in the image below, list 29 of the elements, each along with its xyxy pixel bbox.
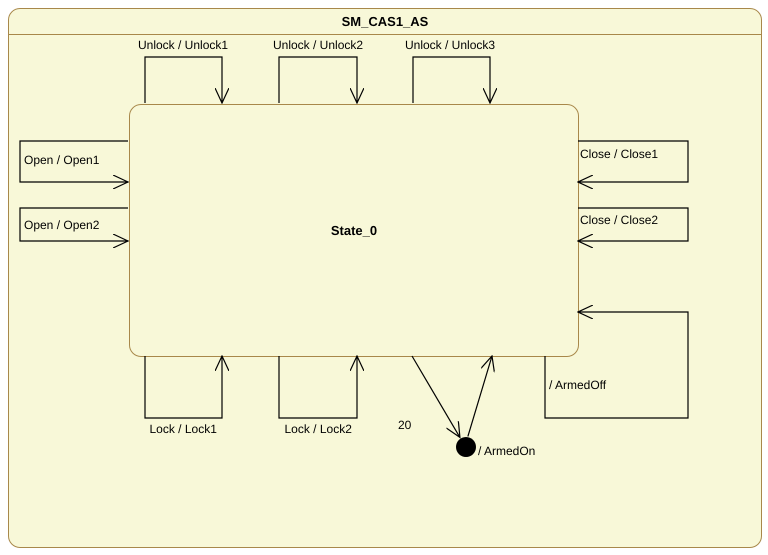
edge-label: / ArmedOn xyxy=(478,444,536,458)
state-machine-title: SM_CAS1_AS xyxy=(342,14,428,29)
edge-label: Unlock / Unlock1 xyxy=(138,38,228,52)
edge-label: Open / Open1 xyxy=(24,153,100,167)
edge-label: 20 xyxy=(398,418,412,432)
junction-dot xyxy=(456,437,476,457)
transition-arrow xyxy=(278,355,365,419)
edge-label: Lock / Lock1 xyxy=(150,422,217,436)
transition-arrow xyxy=(577,140,689,190)
transition-arrow xyxy=(467,355,495,437)
edge-label: Open / Open2 xyxy=(24,218,100,232)
transition-arrow xyxy=(577,207,689,249)
transition-arrow xyxy=(144,56,230,104)
edge-label: Close / Close1 xyxy=(580,147,658,161)
edge-label: Unlock / Unlock2 xyxy=(273,38,364,52)
transition-arrow xyxy=(278,56,365,104)
transition-arrow xyxy=(19,140,129,190)
transition-arrow xyxy=(411,356,461,438)
state-machine-frame xyxy=(8,8,762,548)
edge-label: Unlock / Unlock3 xyxy=(405,38,496,52)
edge-label: / ArmedOff xyxy=(549,378,606,392)
transition-arrow xyxy=(544,304,689,419)
state-name: State_0 xyxy=(330,223,378,238)
edge-label: Lock / Lock2 xyxy=(284,422,352,436)
transition-arrow xyxy=(19,207,129,249)
edge-label: Close / Close2 xyxy=(580,213,658,227)
transition-arrow xyxy=(144,355,230,419)
state-box xyxy=(129,104,579,357)
transition-arrow xyxy=(412,56,498,104)
